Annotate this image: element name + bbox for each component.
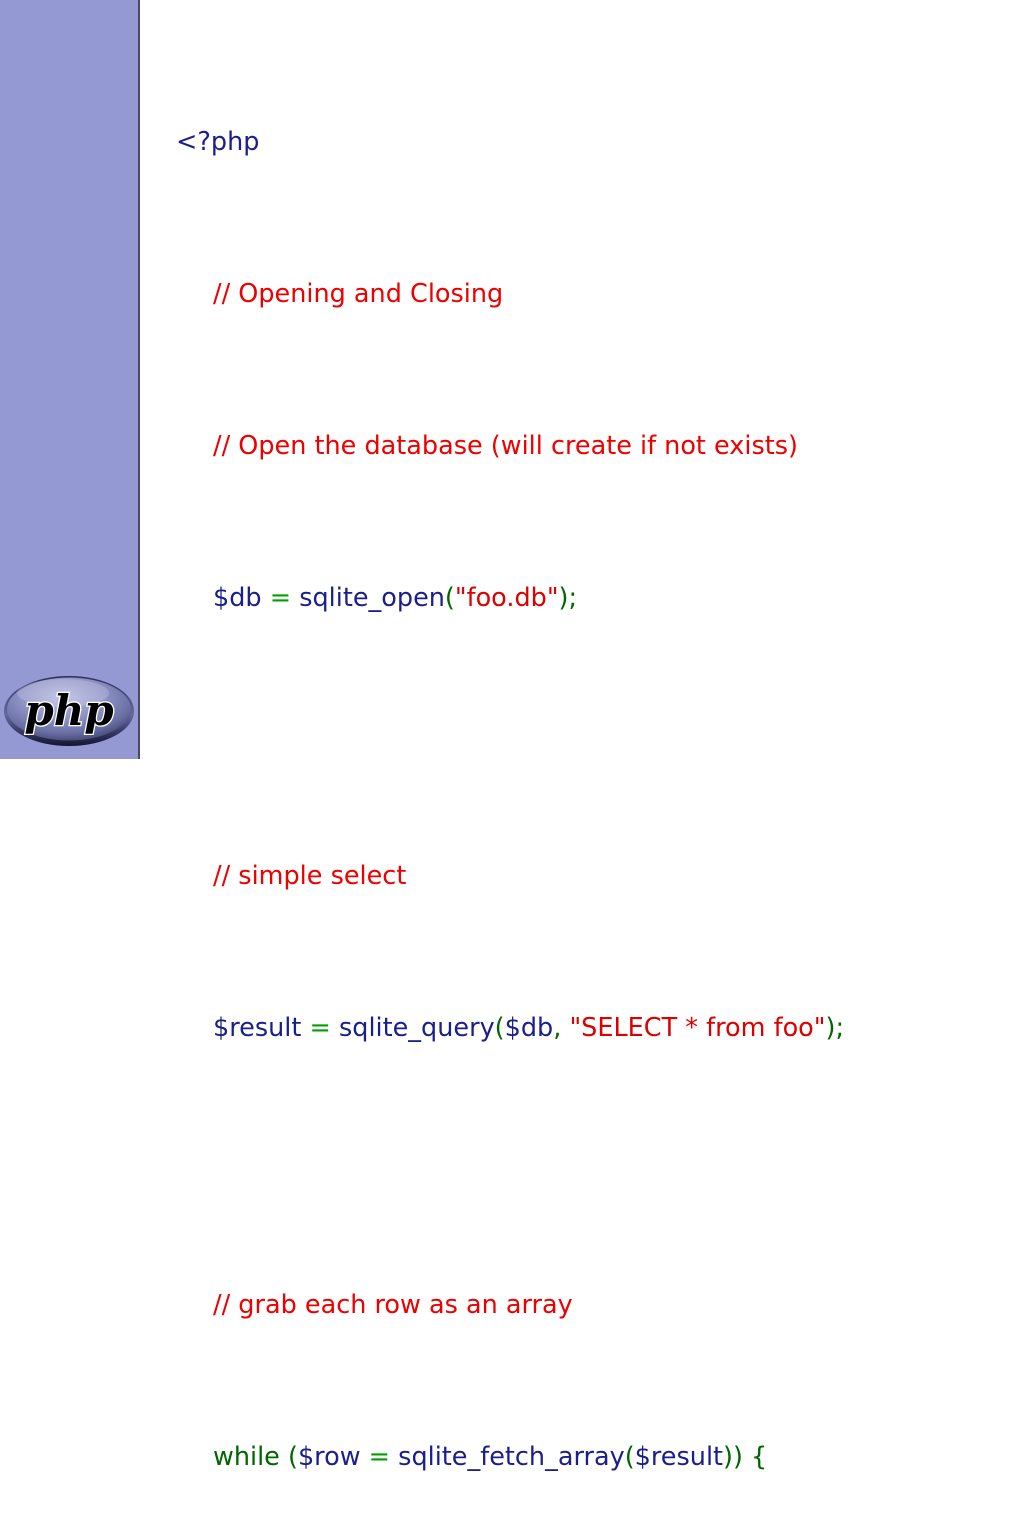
- code-line-blank-1: [176, 711, 1006, 756]
- func-sqlite-open: sqlite_open: [299, 583, 445, 614]
- code-line-sqlite-query: $result = sqlite_query($db, "SELECT * fr…: [176, 1012, 1006, 1060]
- string-select-query: "SELECT * from foo": [569, 1012, 826, 1043]
- php-logo-inner-ellipse: [7, 677, 131, 741]
- assign-operator-3: =: [368, 1442, 391, 1473]
- func-sqlite-fetch-array: sqlite_fetch_array: [398, 1442, 625, 1473]
- slide-canvas: php <?php // Opening and Closing // Open…: [0, 0, 845, 1471]
- code-block: <?php // Opening and Closing // Open the…: [176, 22, 1006, 1536]
- php-logo: php: [3, 675, 136, 747]
- assign-operator-2: =: [309, 1012, 331, 1043]
- php-open-tag: <?php: [176, 127, 260, 158]
- assign-operator: =: [269, 583, 292, 614]
- while-paren-open: (: [288, 1442, 298, 1473]
- arg-db: $db: [504, 1012, 554, 1043]
- sidebar-panel: php: [0, 0, 140, 759]
- code-line-blank-2: [176, 1140, 1006, 1185]
- php-logo-svg: php: [4, 676, 134, 746]
- code-line-comment-open-db: // Open the database (will create if not…: [176, 433, 1006, 478]
- var-row: $row: [297, 1442, 361, 1473]
- code-line-sqlite-open: $db = sqlite_open("foo.db");: [176, 585, 1006, 630]
- arg-result: $result: [634, 1442, 724, 1473]
- code-line-comment-simple-select: // simple select: [176, 860, 1006, 908]
- func-sqlite-query: sqlite_query: [338, 1012, 495, 1043]
- comment-open-database: // Open the database (will create if not…: [213, 431, 798, 462]
- keyword-while: while: [213, 1442, 280, 1473]
- comment-simple-select: // simple select: [213, 860, 407, 891]
- while-parens-close: )): [723, 1442, 743, 1473]
- paren-close-semicolon-2: );: [825, 1012, 845, 1043]
- var-db: $db: [213, 583, 262, 614]
- paren-open-2: (: [494, 1012, 505, 1043]
- paren-open: (: [444, 583, 455, 614]
- php-logo-highlight: [17, 679, 109, 707]
- php-logo-text: php: [24, 686, 113, 735]
- comma-separator: ,: [553, 1012, 562, 1043]
- string-foo-db: "foo.db": [454, 583, 559, 614]
- fetch-paren-open: (: [624, 1442, 635, 1473]
- code-line-comment-grab-row: // grab each row as an array: [176, 1292, 1006, 1337]
- comment-opening-closing: // Opening and Closing: [213, 279, 504, 310]
- paren-close-semicolon: );: [558, 583, 578, 614]
- var-result: $result: [213, 1012, 302, 1043]
- comment-grab-each-row: // grab each row as an array: [213, 1290, 573, 1321]
- code-line-while-loop: while ($row = sqlite_fetch_array($result…: [176, 1444, 1006, 1489]
- code-line-open-tag: <?php: [176, 129, 1006, 174]
- code-line-comment-opening: // Opening and Closing: [176, 281, 1006, 326]
- brace-open: {: [751, 1442, 768, 1473]
